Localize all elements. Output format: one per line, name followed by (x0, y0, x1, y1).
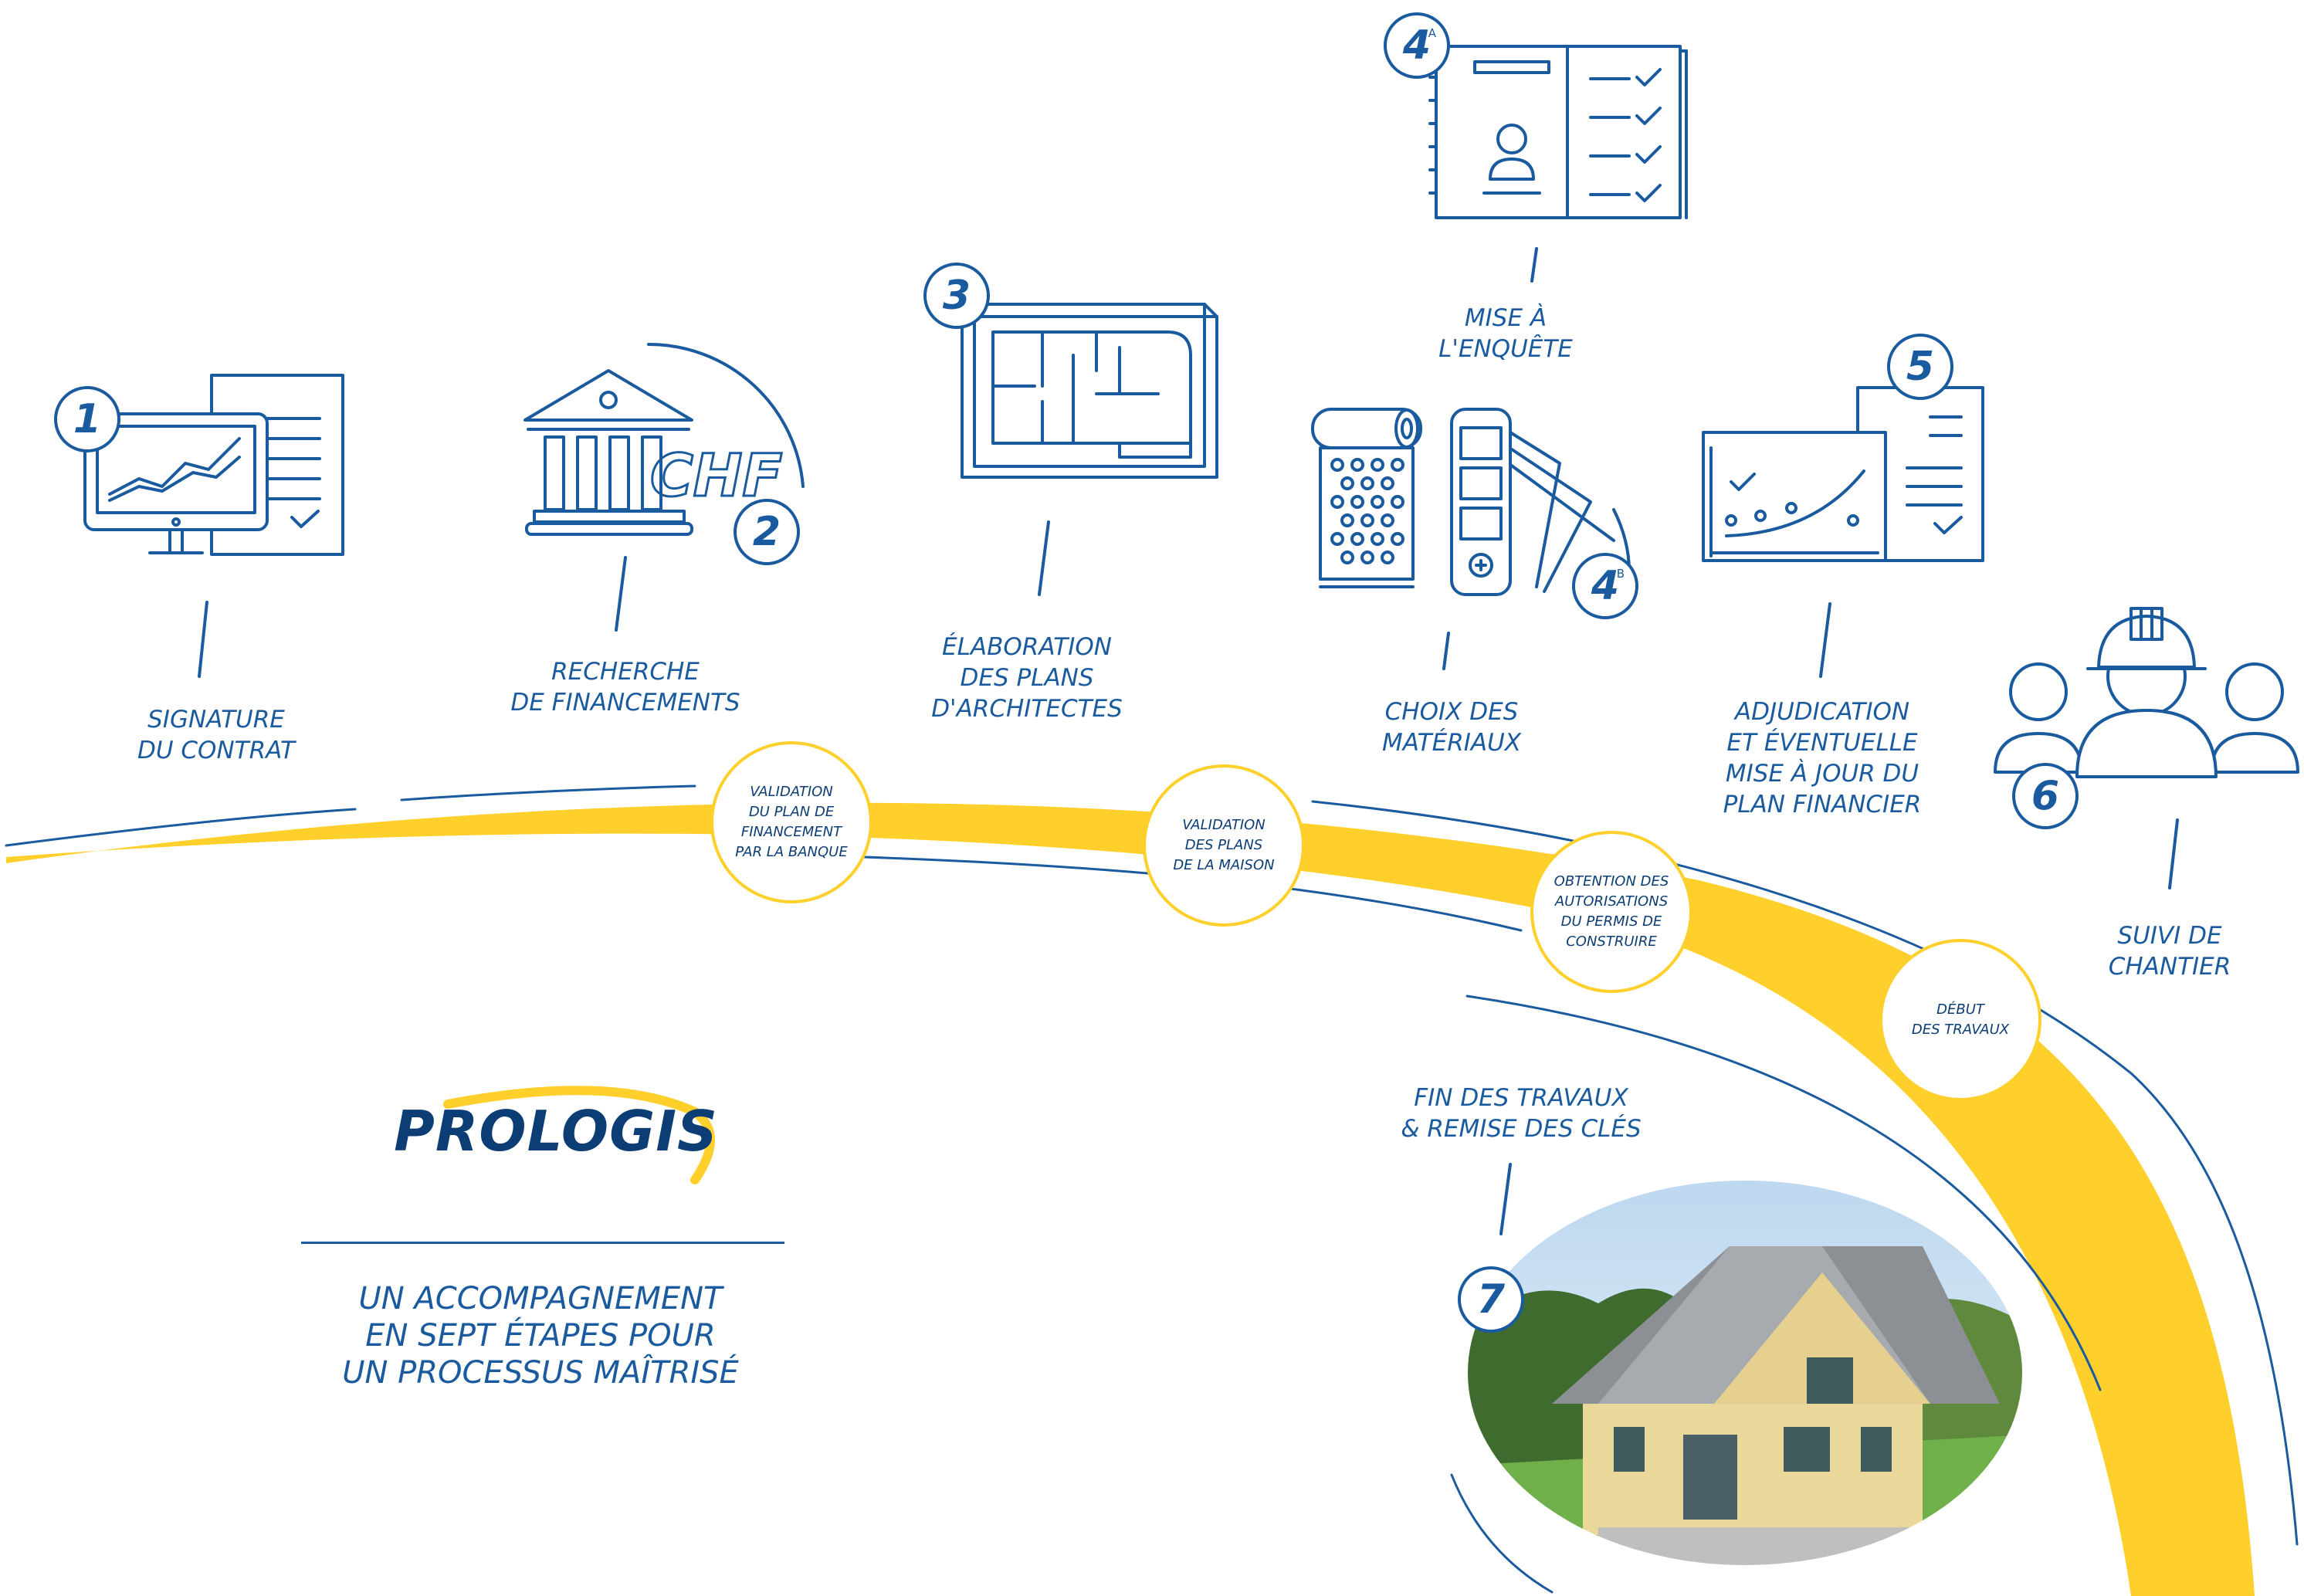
house-photo-icon (1463, 1176, 2027, 1570)
bank-chf-icon: CHF (523, 342, 805, 536)
blueprint-icon (961, 303, 1218, 479)
logo-swoosh (443, 1086, 715, 1184)
step-1-label: SIGNATURE DU CONTRAT (137, 706, 295, 764)
step-4b-label: CHOIX DES MATÉRIAUX (1381, 698, 1522, 757)
step-4a-label: MISE À L'ENQUÊTE (1438, 304, 1573, 363)
step-3-label: ÉLABORATION DES PLANS D'ARCHITECTES (931, 633, 1123, 723)
tagline: UN ACCOMPAGNEMENT EN SEPT ÉTAPES POUR UN… (342, 1281, 739, 1391)
step-6-label: SUIVI DE CHANTIER (2108, 922, 2231, 981)
step-7-badge: 7 (1458, 1266, 1524, 1333)
step-7-label: FIN DES TRAVAUX & REMISE DES CLÉS (1401, 1084, 1642, 1143)
step-5-badge: 5 (1887, 334, 1953, 400)
milestone-works-start: DÉBUT DES TRAVAUX (1879, 939, 2041, 1101)
milestone-financing-validation: VALIDATION DU PLAN DE FINANCEMENT PAR LA… (710, 741, 872, 903)
step-1-badge: 1 (54, 386, 120, 452)
brand-logo: PROLOGIS (394, 1099, 718, 1164)
site-team-icon (1994, 607, 2299, 778)
step-3-badge: 3 (923, 263, 990, 329)
step-5-label: ADJUDICATION ET ÉVENTUELLE MISE À JOUR D… (1723, 698, 1922, 818)
step-2-label: RECHERCHE DE FINANCEMENTS (510, 658, 740, 717)
divider (301, 1242, 784, 1244)
material-samples-icon (1311, 408, 1631, 596)
step-2-badge: 2 (734, 499, 800, 565)
milestone-plans-validation: VALIDATION DES PLANS DE LA MAISON (1143, 764, 1305, 927)
dossier-checklist-icon (1428, 45, 1688, 219)
step-6-badge: 6 (2012, 763, 2079, 829)
monitor-contract-icon (83, 374, 344, 556)
milestone-permit-obtained: OBTENTION DES AUTORISATIONS DU PERMIS DE… (1530, 831, 1692, 993)
